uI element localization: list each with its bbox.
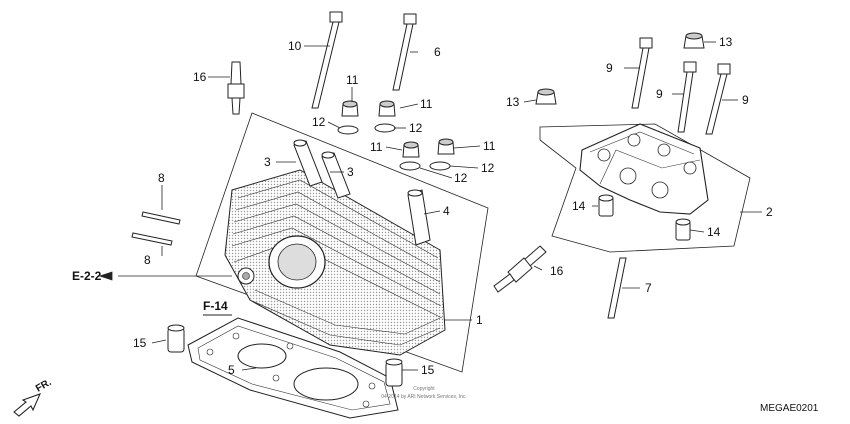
callout-15-b[interactable]: 15: [421, 363, 435, 377]
callout-1[interactable]: 1: [476, 313, 483, 327]
callout-3-b[interactable]: 3: [347, 165, 354, 179]
head-bolt-6[interactable]: [392, 13, 417, 91]
callout-12-a[interactable]: 12: [312, 115, 326, 129]
washer-a[interactable]: [337, 125, 359, 135]
callout-5[interactable]: 5: [228, 363, 235, 377]
stud-bolt-upper[interactable]: [141, 211, 181, 225]
valve-guide-left[interactable]: [293, 139, 323, 187]
dowel-pin-right[interactable]: [385, 358, 403, 387]
callout-9-a[interactable]: 9: [606, 61, 613, 75]
front-direction-arrow: FR.: [13, 377, 54, 417]
callout-15-a[interactable]: 15: [133, 336, 147, 350]
leader-lines: [98, 41, 762, 371]
stud-bolt-lower[interactable]: [131, 232, 173, 246]
callout-11-a[interactable]: 11: [346, 73, 359, 87]
head-gasket[interactable]: [187, 317, 399, 419]
callout-4[interactable]: 4: [443, 204, 450, 218]
diagram-code: MEGAE0201: [760, 403, 819, 414]
callout-10[interactable]: 10: [288, 39, 302, 53]
rocker-arm-holder[interactable]: [579, 123, 709, 215]
washer-c[interactable]: [399, 161, 421, 171]
washer-b[interactable]: [374, 123, 396, 133]
washer-d[interactable]: [429, 161, 451, 171]
holder-bolt-9c[interactable]: [705, 63, 731, 135]
front-label: FR.: [34, 377, 54, 395]
callout-14-b[interactable]: 14: [707, 225, 721, 239]
flange-nut-13b[interactable]: [683, 32, 705, 49]
callout-11-d[interactable]: 11: [483, 139, 496, 153]
dowel-pin-14b[interactable]: [675, 218, 691, 241]
callout-2[interactable]: 2: [766, 205, 773, 219]
callout-11-c[interactable]: 11: [370, 140, 383, 154]
cylinder-head[interactable]: [224, 169, 446, 356]
cap-nut-a[interactable]: [341, 100, 359, 117]
callout-16-lower[interactable]: 16: [550, 264, 564, 278]
cap-nut-c[interactable]: [402, 141, 420, 158]
reference-e22[interactable]: E-2-2: [72, 269, 102, 283]
stud-bolt-7[interactable]: [607, 257, 627, 319]
callout-11-b[interactable]: 11: [420, 97, 433, 111]
dowel-pin-left[interactable]: [167, 324, 185, 353]
spark-plug-upper[interactable]: [227, 61, 245, 115]
holder-bolt-9a[interactable]: [631, 37, 653, 109]
callout-12-d[interactable]: 12: [454, 171, 468, 185]
callout-16-upper[interactable]: 16: [193, 70, 207, 84]
callout-8-a[interactable]: 8: [158, 171, 165, 185]
callout-9-b[interactable]: 9: [656, 87, 663, 101]
cap-nut-d[interactable]: [437, 138, 455, 155]
spark-plug-lower[interactable]: [493, 245, 547, 293]
head-bolt-10[interactable]: [311, 11, 343, 109]
oil-pipe[interactable]: [407, 189, 431, 246]
valve-guide-right[interactable]: [321, 151, 351, 199]
callout-13-b[interactable]: 13: [719, 35, 733, 49]
flange-nut-13a[interactable]: [535, 88, 557, 105]
copyright-line-1: Copyright: [413, 386, 435, 392]
rocker-assembly-frame: [539, 123, 751, 253]
copyright-line-2: 04-2014 by ARI Network Services, Inc.: [381, 394, 467, 400]
callout-9-c[interactable]: 9: [742, 93, 749, 107]
cap-nut-b[interactable]: [378, 100, 396, 117]
dowel-pin-14a[interactable]: [598, 194, 614, 217]
head-assembly-frame: [195, 112, 489, 373]
callout-12-c[interactable]: 12: [481, 161, 495, 175]
callout-13-a[interactable]: 13: [506, 95, 520, 109]
reference-f14[interactable]: F-14: [203, 299, 228, 313]
callout-14-a[interactable]: 14: [572, 199, 586, 213]
callout-12-b[interactable]: 12: [409, 121, 423, 135]
callout-6[interactable]: 6: [434, 45, 441, 59]
holder-bolt-9b[interactable]: [677, 61, 697, 133]
callout-3-a[interactable]: 3: [264, 155, 271, 169]
callout-7[interactable]: 7: [645, 281, 652, 295]
callout-8-b[interactable]: 8: [144, 253, 151, 267]
